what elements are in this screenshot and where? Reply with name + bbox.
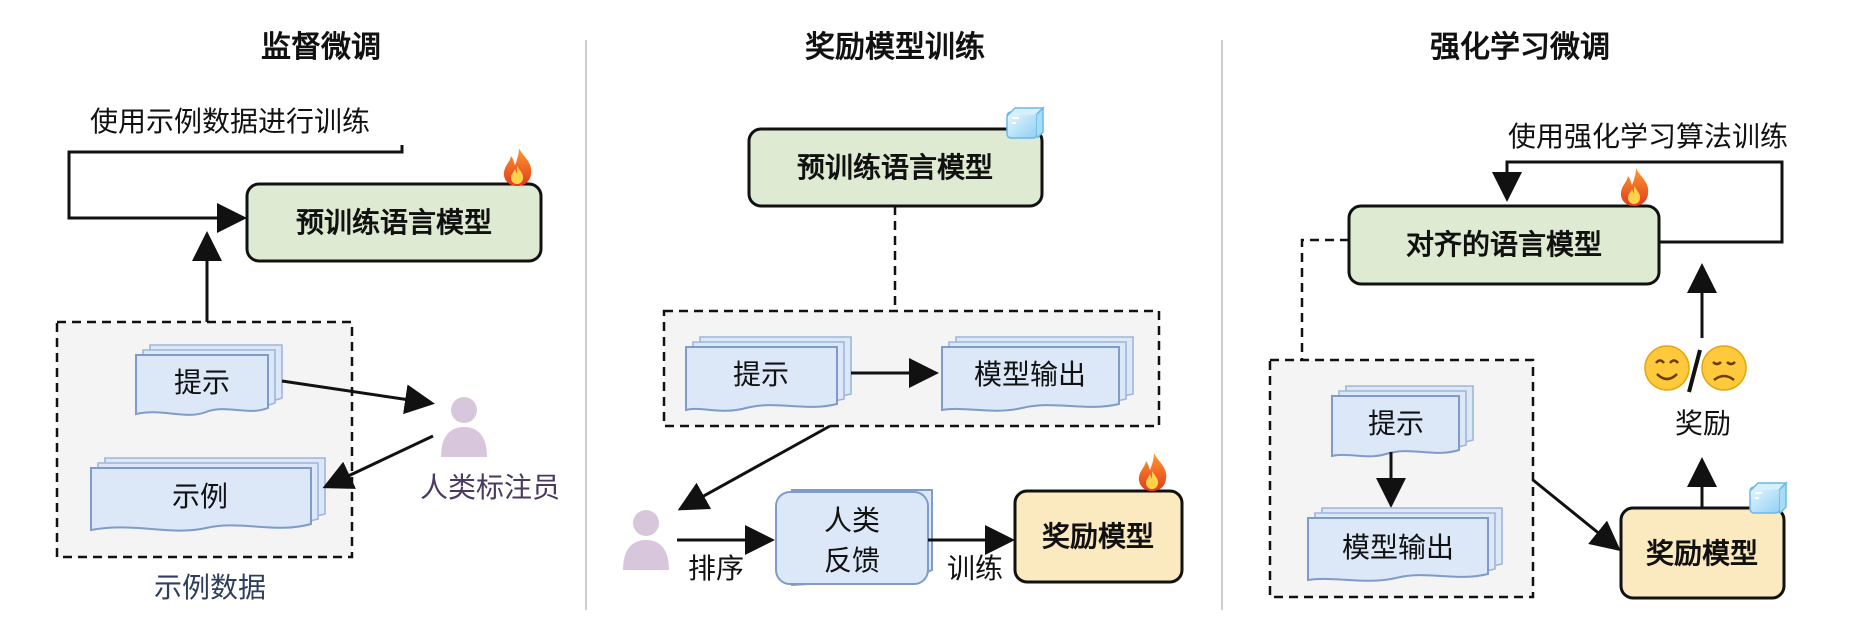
prompt-doc-stack: 提示 <box>135 344 283 416</box>
panel-rl-finetuning: 强化学习微调 使用强化学习算法训练 对齐的语言模型 提示 模型输出 奖励模型 <box>1268 30 1788 600</box>
person-icon <box>441 397 487 457</box>
aligned-model-box <box>1347 204 1661 286</box>
annotator-to-example-arrow <box>322 434 434 489</box>
prompt-label: 提示 <box>1368 407 1424 440</box>
prompt-label: 提示 <box>174 366 230 399</box>
panel-title: 奖励模型训练 <box>805 30 985 65</box>
rank-label: 排序 <box>688 552 744 585</box>
fire-icon <box>503 148 532 186</box>
prompt-doc-stack: 提示 <box>685 336 852 412</box>
sad-emoji-icon <box>1701 345 1747 391</box>
feedback-line1: 人类 <box>824 504 880 537</box>
ice-icon <box>1749 482 1787 514</box>
reward-model-box <box>1013 489 1184 584</box>
fire-icon <box>1138 453 1167 491</box>
training-loop-arrow <box>67 145 404 233</box>
fire-icon <box>1620 168 1649 206</box>
prompt-to-annotator-arrow <box>281 379 435 415</box>
loop-label: 使用示例数据进行训练 <box>90 105 370 138</box>
reward-model-label: 奖励模型 <box>1646 537 1758 570</box>
ice-icon <box>1006 107 1044 139</box>
feedback-line2: 反馈 <box>824 544 880 577</box>
model-output-label: 模型输出 <box>1342 531 1454 564</box>
box-to-ranker-arrow <box>677 424 831 511</box>
data-caption: 示例数据 <box>154 571 266 604</box>
panel-title: 强化学习微调 <box>1430 30 1610 65</box>
model-label: 预训练语言模型 <box>296 206 492 239</box>
slash-separator <box>1687 349 1702 393</box>
output-to-reward-arrow <box>1532 478 1621 552</box>
reward-model-label: 奖励模型 <box>1042 520 1154 553</box>
train-label: 训练 <box>947 552 1003 585</box>
panel-reward-model-training: 奖励模型训练 预训练语言模型 提示 模型输出 排序 人类 反 <box>623 30 1184 587</box>
model-output-doc-stack: 模型输出 <box>941 336 1134 412</box>
person-icon <box>623 510 669 570</box>
model-output-doc-stack: 模型输出 <box>1307 507 1503 582</box>
example-label: 示例 <box>172 480 228 513</box>
loop-label: 使用强化学习算法训练 <box>1508 120 1788 153</box>
example-doc-stack: 示例 <box>90 457 326 532</box>
annotator-label: 人类标注员 <box>420 471 560 504</box>
human-feedback-card <box>775 491 929 585</box>
prompt-label: 提示 <box>733 358 789 391</box>
prompt-doc-stack: 提示 <box>1331 385 1474 458</box>
pretrained-model-box <box>245 182 543 263</box>
panel-supervised-finetuning: 监督微调 使用示例数据进行训练 预训练语言模型 提示 示例 人类标注员 示例数据 <box>55 30 560 604</box>
model-label: 对齐的语言模型 <box>1406 228 1602 261</box>
panel-title: 监督微调 <box>261 30 381 65</box>
smile-emoji-icon <box>1644 345 1690 391</box>
model-label: 预训练语言模型 <box>797 151 993 184</box>
rl-loop-arrow <box>1492 160 1784 244</box>
model-output-label: 模型输出 <box>974 358 1086 391</box>
reward-label: 奖励 <box>1675 407 1731 440</box>
